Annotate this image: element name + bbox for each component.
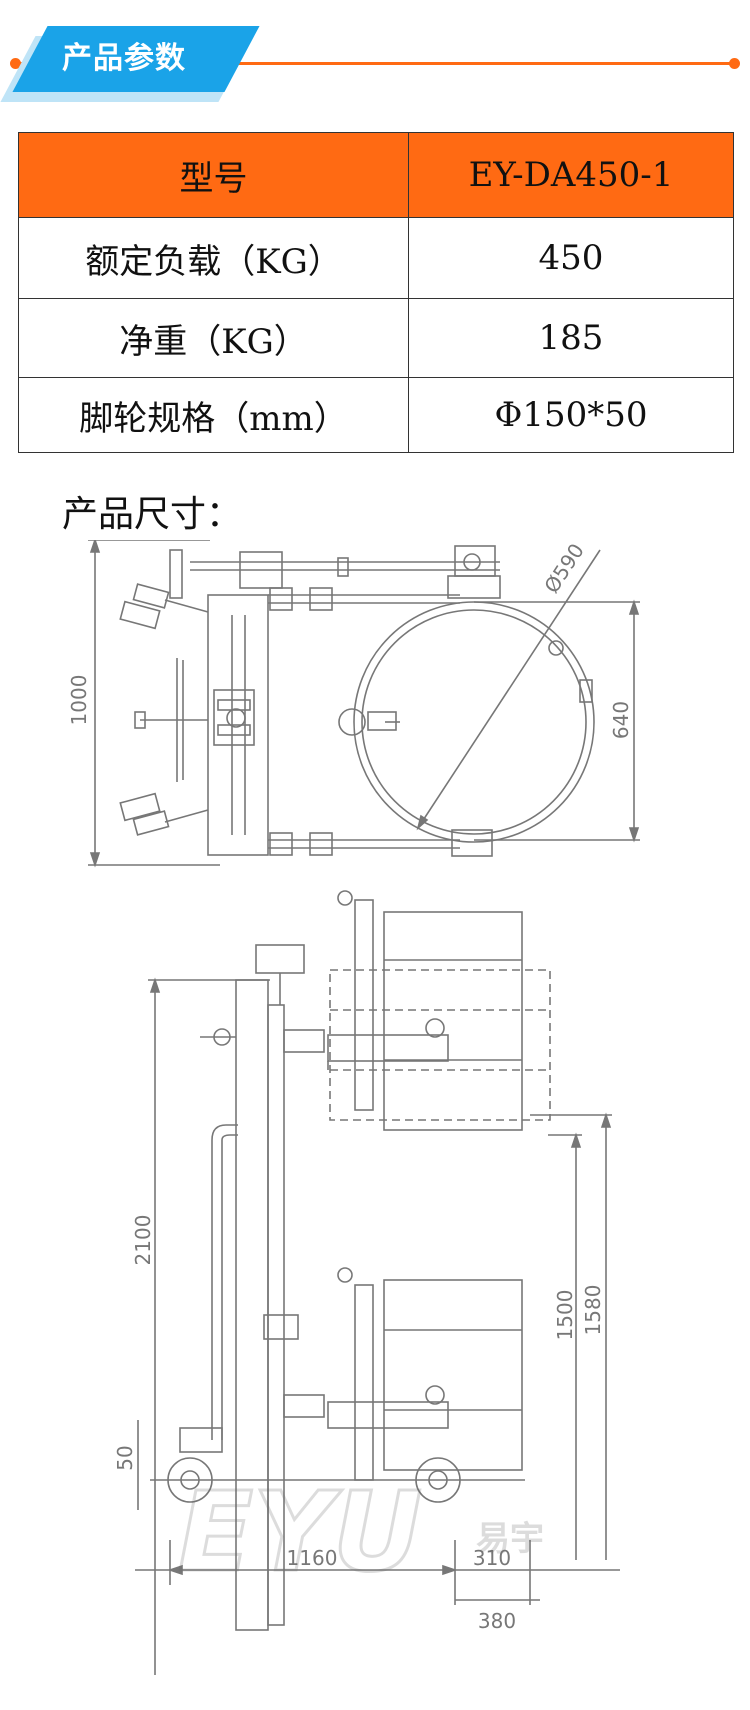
- model-value: EY-DA450-1: [408, 132, 734, 218]
- spec-table: 型号 EY-DA450-1 额定负载（KG） 450 净重（KG） 185 脚轮…: [18, 132, 734, 453]
- dim-ground-clearance: 50: [113, 1445, 137, 1470]
- table-row: 脚轮规格（mm） Φ150*50: [18, 377, 734, 453]
- row-label: 净重（KG）: [18, 298, 409, 378]
- watermark-text: EYU: [178, 1468, 422, 1596]
- dim-lift-high: 1580: [581, 1285, 605, 1336]
- table-row: 净重（KG） 185: [18, 298, 734, 378]
- dim-height-total: 2100: [131, 1215, 155, 1266]
- side-view: [135, 890, 620, 1675]
- row-label: 额定负载（KG）: [18, 217, 409, 299]
- section-header: 产品参数: [0, 0, 750, 115]
- top-view: [88, 540, 640, 868]
- row-value: Φ150*50: [408, 377, 734, 453]
- technical-drawing: 1000 Ø590 640 2100 1580 1500 50 1160 310…: [67, 540, 640, 1675]
- dim-drum-depth: 640: [609, 701, 633, 739]
- dim-outer-width: 380: [478, 1609, 516, 1633]
- watermark-logo: EYU 易宇: [176, 1467, 544, 1598]
- row-value: 450: [408, 217, 734, 299]
- row-value: 185: [408, 298, 734, 378]
- table-row: 额定负载（KG） 450: [18, 217, 734, 299]
- dim-length: 1000: [67, 675, 91, 726]
- dimensions-title: 产品尺寸：: [62, 494, 243, 535]
- section-title: 产品参数: [62, 41, 186, 76]
- watermark-sub: 易宇: [476, 1519, 544, 1559]
- dim-lift-low: 1500: [553, 1290, 577, 1341]
- header-rule-left-dot: [10, 58, 21, 69]
- header-rule: [16, 62, 734, 65]
- header-rule-right-dot: [729, 58, 740, 69]
- dim-base-length: 1160: [287, 1546, 338, 1570]
- table-header-row: 型号 EY-DA450-1: [18, 132, 734, 218]
- model-label: 型号: [18, 132, 409, 218]
- row-label: 脚轮规格（mm）: [18, 377, 409, 453]
- dim-drum-diameter: Ø590: [539, 540, 588, 597]
- dim-wheel-span: 310: [473, 1546, 511, 1570]
